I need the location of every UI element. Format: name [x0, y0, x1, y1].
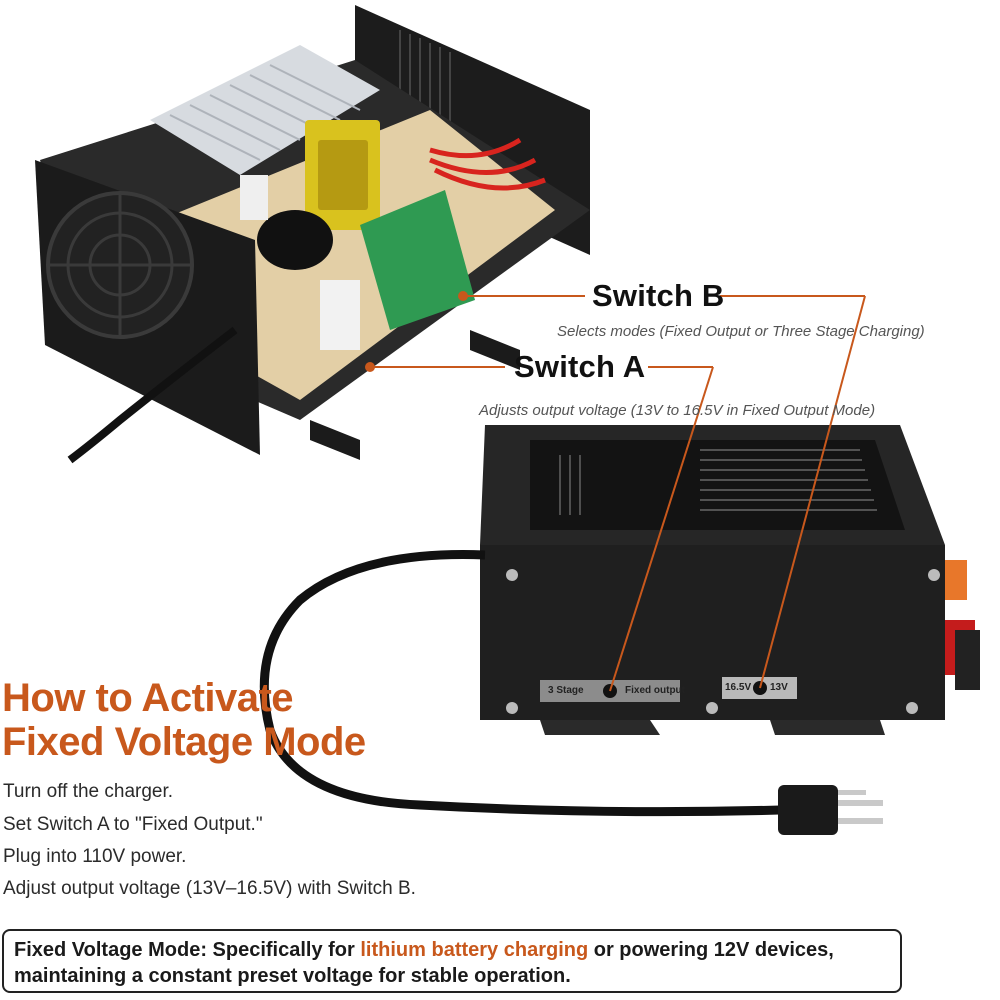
- closed-charger-image: [259, 425, 980, 835]
- switch-b-title: Switch B: [592, 278, 725, 313]
- switch-a-description: Adjusts output voltage (13V to 16.5V in …: [479, 402, 876, 419]
- voltage-13v-label: 13V: [770, 682, 788, 693]
- mode-3-stage-label: 3 Stage: [548, 685, 584, 696]
- heading-line-1: How to Activate: [2, 676, 294, 720]
- page-heading: How to Activate Fixed Voltage Mode: [2, 676, 366, 764]
- step-1: Turn off the charger.: [3, 781, 174, 802]
- step-4: Adjust output voltage (13V–16.5V) with S…: [3, 878, 416, 899]
- voltage-16-5v-label: 16.5V: [725, 682, 752, 693]
- switch-b-description: Selects modes (Fixed Output or Three Sta…: [557, 323, 925, 340]
- step-2: Set Switch A to "Fixed Output.": [3, 814, 263, 835]
- callout-lines: [370, 295, 866, 692]
- info-note-box: Fixed Voltage Mode: Specifically for lit…: [2, 929, 902, 993]
- switch-a-title: Switch A: [514, 349, 646, 384]
- mode-fixed-output-label: Fixed output: [625, 685, 685, 696]
- step-3: Plug into 110V power.: [3, 846, 187, 867]
- heading-line-2: Fixed Voltage Mode: [2, 720, 366, 764]
- note-highlight: lithium battery charging: [360, 939, 589, 961]
- power-plug: [778, 785, 838, 835]
- open-charger-image: [35, 5, 590, 464]
- note-suffix: or powering 12V devices, maintaining a c…: [14, 939, 834, 987]
- note-prefix: Fixed Voltage Mode: Specifically for: [14, 939, 361, 961]
